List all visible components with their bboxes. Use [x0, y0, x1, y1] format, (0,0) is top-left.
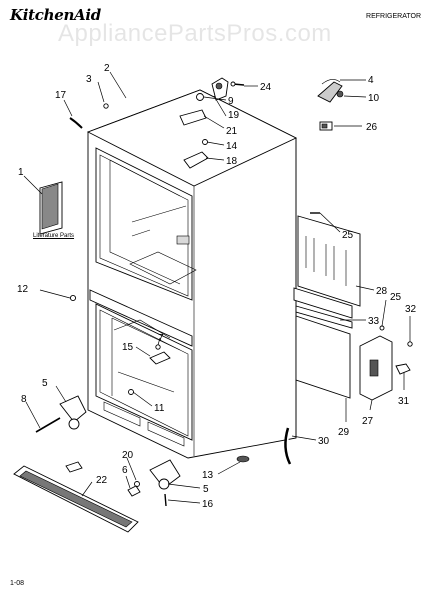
callout-30: 30: [318, 436, 330, 447]
panel-part-28: [293, 287, 353, 319]
cap-part-9: [196, 93, 204, 101]
clip-part-6: [127, 485, 141, 497]
hose-part-30: [284, 427, 292, 465]
callout-2: 2: [104, 63, 110, 74]
screw-part-20: [134, 481, 140, 487]
callout-5-right: 5: [203, 484, 209, 495]
screw-part-3: [103, 103, 109, 109]
callout-15: 15: [122, 342, 134, 353]
callout-13: 13: [202, 470, 214, 481]
callout-26: 26: [366, 122, 378, 133]
callout-6: 6: [122, 465, 128, 476]
callout-9: 9: [228, 96, 234, 107]
refrigerator-cabinet: [86, 89, 298, 459]
screw-part-32: [407, 341, 413, 347]
callout-labels: 1 2 3 4 5 5 6 7 8 9 10 11 12 13 14 15 16: [17, 63, 417, 510]
brand-logo: KitchenAid: [10, 6, 101, 24]
callout-1: 1: [18, 167, 24, 178]
literature-parts-label: Literature Parts: [33, 233, 75, 239]
screw-part-25-side: [379, 325, 385, 331]
foot-part-13: [236, 455, 250, 463]
screw-part-16: [164, 493, 167, 507]
screw-part-24: [230, 81, 245, 87]
callout-3: 3: [86, 74, 92, 85]
screw-part-14: [202, 139, 208, 145]
bolt-part-8: [35, 417, 61, 433]
callout-11: 11: [154, 403, 165, 414]
callout-12: 12: [17, 284, 29, 295]
footer-code: 1-08: [10, 580, 25, 587]
watermark: AppliancePartsPros.com: [58, 20, 332, 47]
callout-19: 19: [228, 110, 240, 121]
drain-tube-part-17: [69, 117, 83, 129]
panel-part-29: [295, 315, 351, 399]
callout-7: 7: [158, 333, 164, 344]
callout-31: 31: [398, 396, 410, 407]
literature-parts-booklet: [39, 181, 63, 235]
callout-33: 33: [368, 316, 380, 327]
callout-18: 18: [226, 156, 238, 167]
rear-access-cover-part-25: [297, 215, 361, 307]
callout-29: 29: [338, 427, 350, 438]
callout-16: 16: [202, 499, 214, 510]
bracket-part-15: [149, 351, 171, 365]
appliance-category: REFRIGERATOR: [366, 13, 421, 20]
screw-part-7: [155, 344, 161, 350]
clip-part-26: [319, 121, 333, 131]
toe-grille-part-22: [13, 461, 139, 533]
callout-25-top: 25: [342, 230, 354, 241]
callout-28: 28: [376, 286, 388, 297]
callout-8: 8: [21, 394, 27, 405]
screw-part-11: [128, 389, 134, 395]
screw-part-12: [69, 294, 77, 302]
callout-14: 14: [226, 141, 238, 152]
valve-part-10: [317, 79, 344, 103]
callout-22: 22: [96, 475, 108, 486]
callout-25-side: 25: [390, 292, 402, 303]
callout-17: 17: [55, 90, 67, 101]
callout-21: 21: [226, 126, 238, 137]
callout-20: 20: [122, 450, 134, 461]
callout-10: 10: [368, 93, 380, 104]
strip-part-33: [295, 305, 353, 329]
roller-part-5-right: [149, 459, 181, 490]
clip-part-31: [395, 363, 411, 375]
callout-5-left: 5: [42, 378, 48, 389]
callout-24: 24: [260, 82, 272, 93]
plate-part-21: [179, 109, 207, 126]
roller-part-5-left: [59, 395, 87, 430]
hinge-part-19: [211, 77, 229, 101]
callout-4: 4: [368, 75, 374, 86]
callout-32: 32: [405, 304, 417, 315]
callout-27: 27: [362, 416, 374, 427]
control-box-part-27: [359, 335, 393, 401]
